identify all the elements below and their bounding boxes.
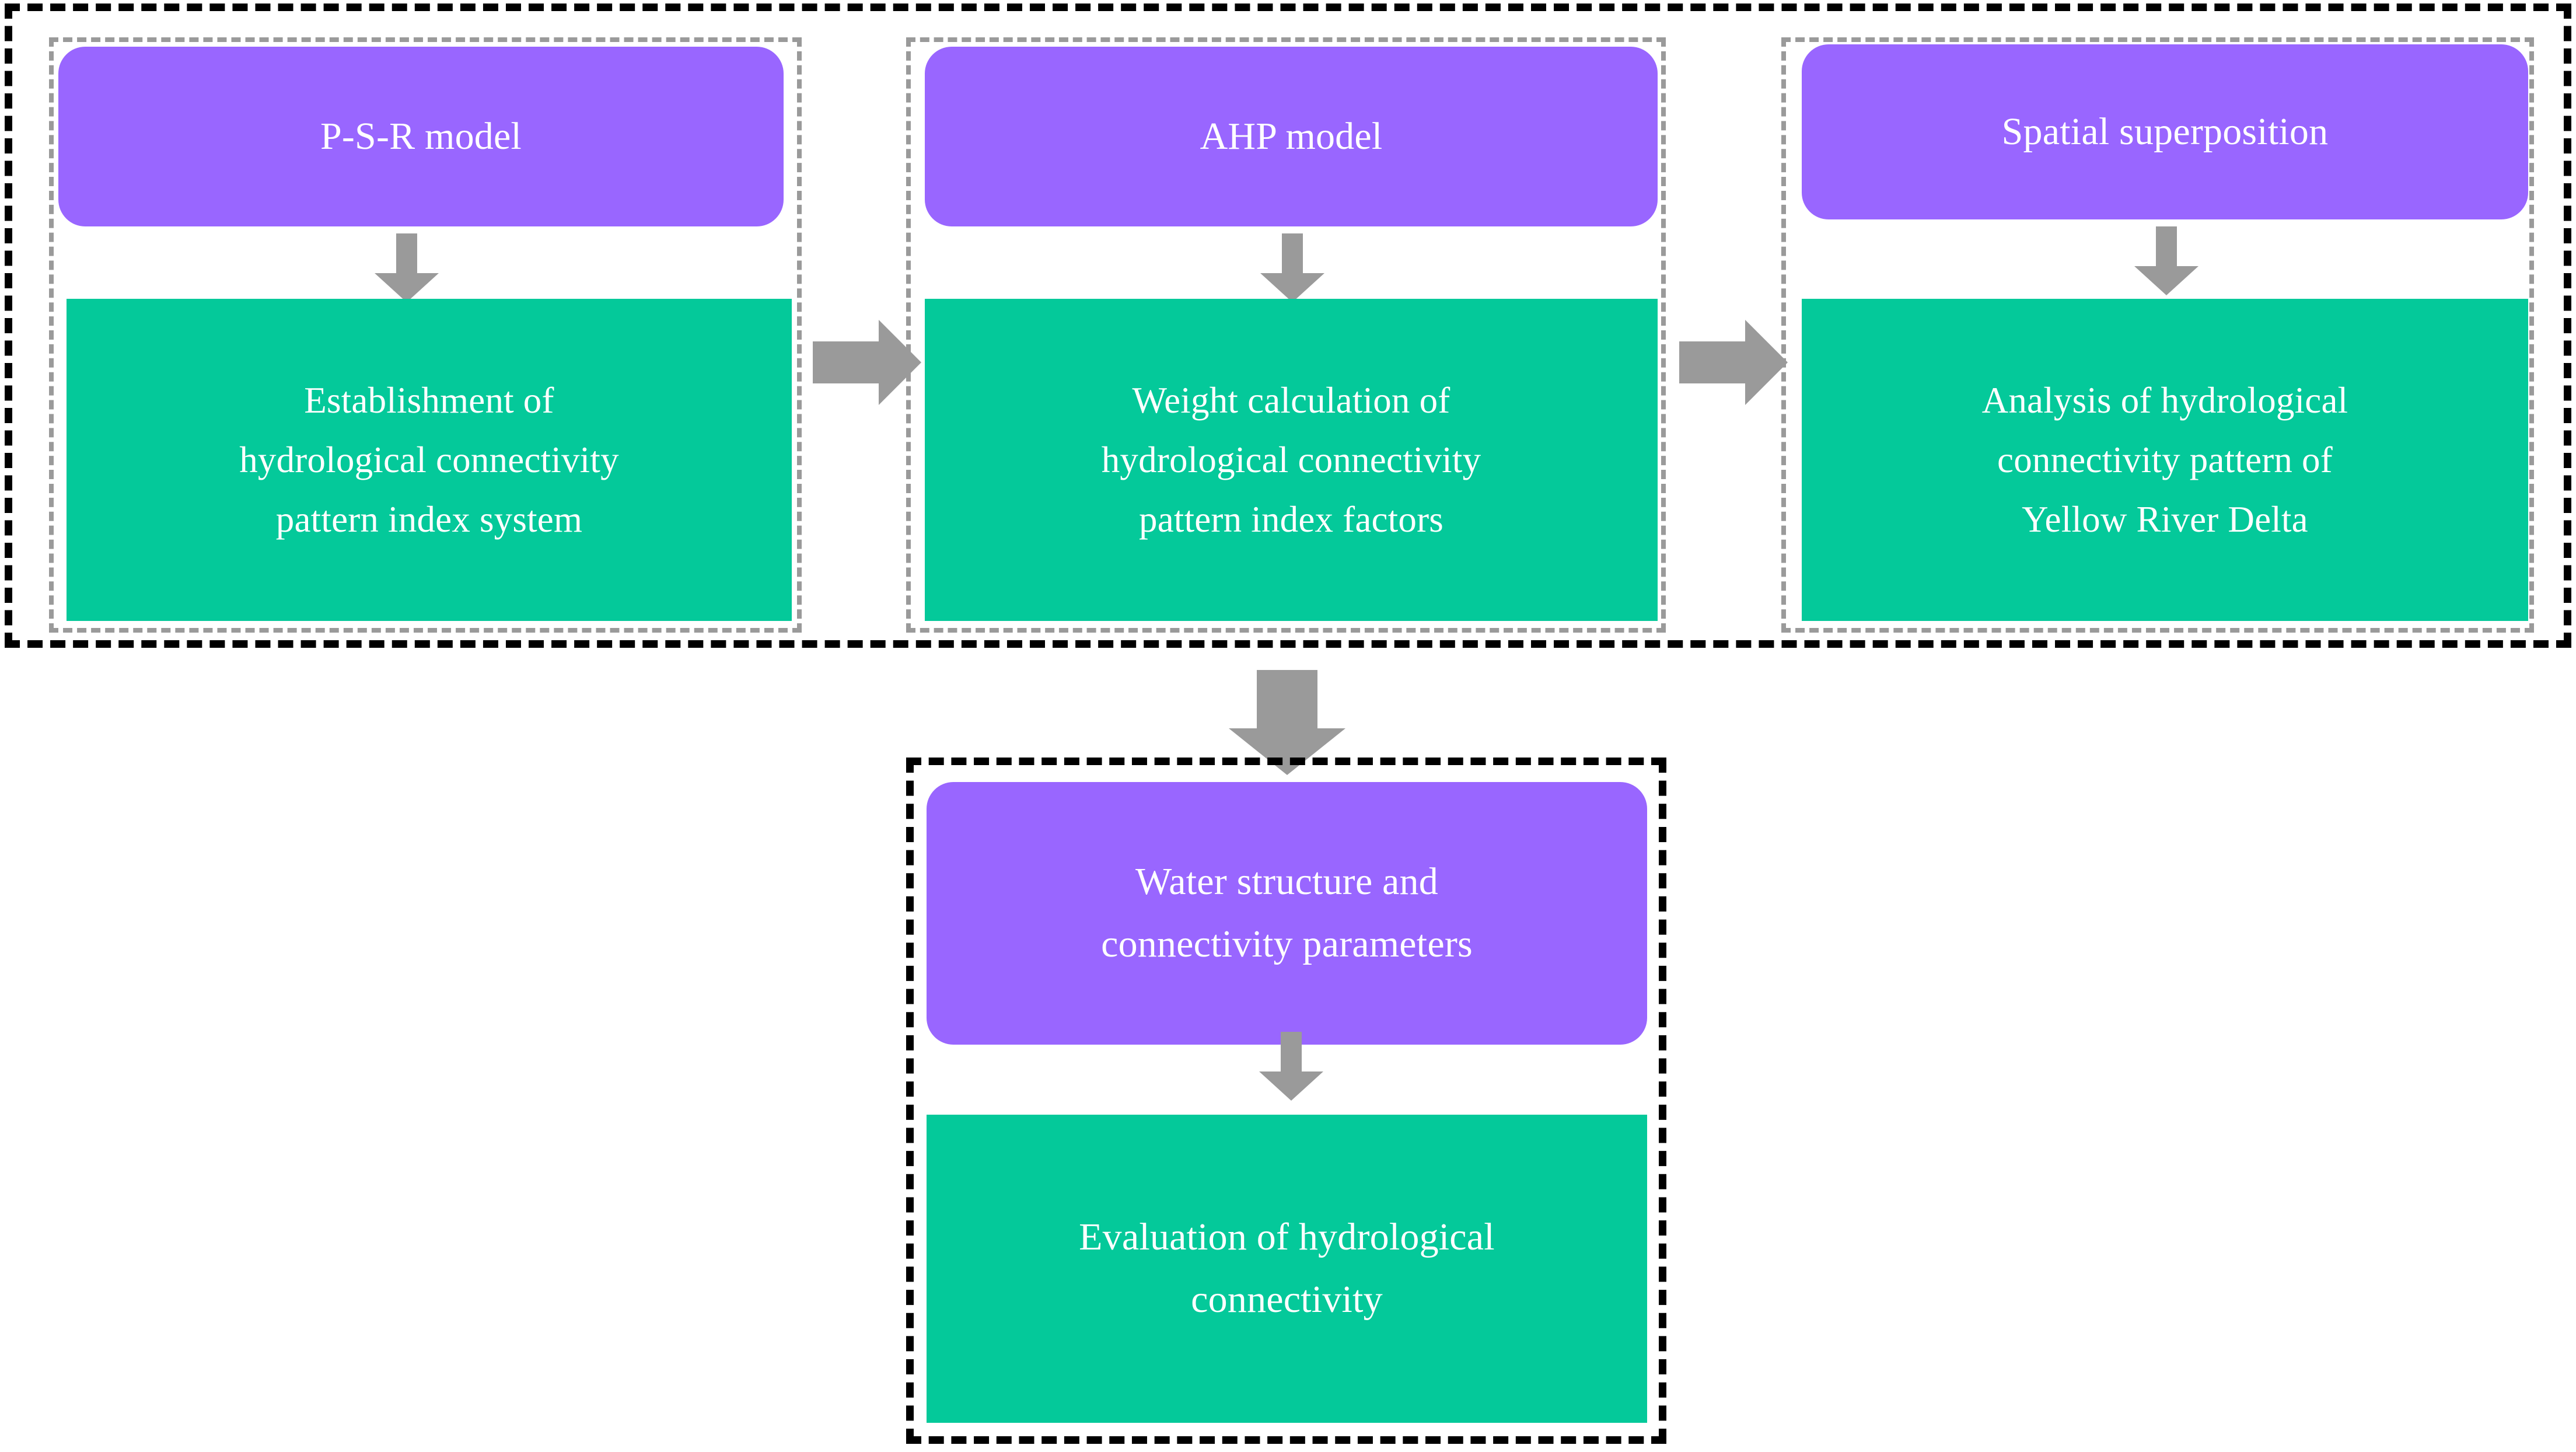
node-analysis-yrd[interactable]: Analysis of hydrological connectivity pa… — [1802, 299, 2528, 621]
group-1-boundary — [49, 37, 802, 633]
arrow-right-icon-group-1-to-2 — [813, 320, 921, 405]
arrow-down-icon-group-4 — [1259, 1032, 1323, 1101]
node-evaluation-connectivity[interactable]: Evaluation of hydrological connectivity — [927, 1115, 1647, 1423]
node-spatial-superposition-label: Spatial superposition — [2001, 110, 2329, 153]
group-3-boundary — [1781, 37, 2534, 633]
node-ahp-model[interactable]: AHP model — [925, 47, 1658, 226]
node-analysis-yrd-label: Analysis of hydrological connectivity pa… — [1981, 379, 2348, 540]
arrow-down-icon-stage-connector — [1229, 670, 1345, 775]
node-water-structure-params-label: Water structure and connectivity paramet… — [1101, 860, 1473, 965]
node-index-system[interactable]: Establishment of hydrological connectivi… — [67, 299, 792, 621]
node-psr-model[interactable]: P-S-R model — [58, 47, 784, 226]
node-ahp-model-label: AHP model — [1200, 114, 1383, 158]
arrow-right-icon-group-2-to-3 — [1679, 320, 1788, 405]
arrow-down-icon-group-3 — [2134, 226, 2198, 295]
node-psr-model-label: P-S-R model — [320, 114, 522, 158]
node-water-structure-params[interactable]: Water structure and connectivity paramet… — [927, 782, 1647, 1045]
top-stage-outer-boundary — [5, 4, 2571, 648]
node-index-system-label: Establishment of hydrological connectivi… — [239, 379, 619, 540]
bottom-stage-outer-boundary — [906, 758, 1666, 1444]
node-weight-calculation-label: Weight calculation of hydrological conne… — [1101, 379, 1481, 540]
arrow-down-icon-group-1 — [375, 233, 439, 302]
node-evaluation-connectivity-label: Evaluation of hydrological connectivity — [1079, 1216, 1495, 1321]
group-2-boundary — [906, 37, 1666, 633]
node-spatial-superposition[interactable]: Spatial superposition — [1802, 44, 2528, 219]
node-weight-calculation[interactable]: Weight calculation of hydrological conne… — [925, 299, 1658, 621]
arrow-down-icon-group-2 — [1260, 233, 1324, 302]
